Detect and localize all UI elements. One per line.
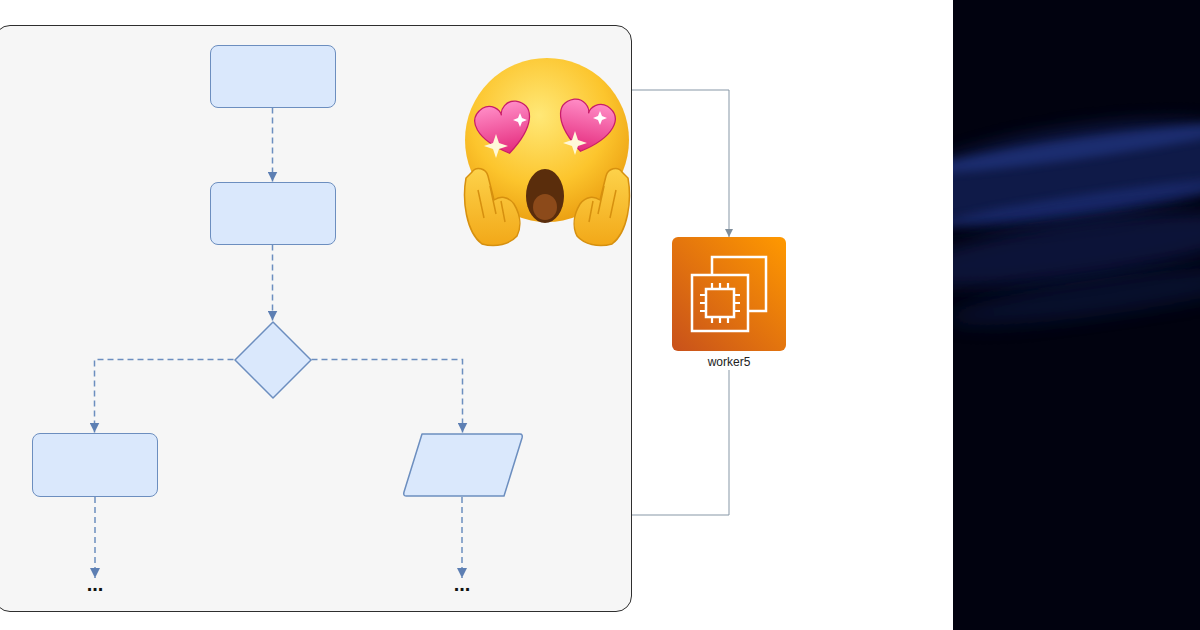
shape-outline bbox=[235, 322, 311, 398]
process-box bbox=[32, 433, 158, 497]
decision-diamond bbox=[234, 321, 312, 399]
continuation-dots: ... bbox=[445, 574, 479, 594]
process-box bbox=[210, 45, 336, 108]
container-panel bbox=[0, 25, 632, 612]
parallelogram-outline bbox=[402, 433, 524, 497]
instance-label: worker5 bbox=[662, 354, 796, 370]
ec2-icon bbox=[672, 237, 786, 351]
ec2-instance: worker5 bbox=[662, 237, 796, 370]
continuation-dots: ... bbox=[78, 574, 112, 594]
io-parallelogram bbox=[402, 433, 524, 497]
connector bbox=[632, 370, 729, 515]
connector bbox=[632, 90, 729, 237]
diamond-outline bbox=[234, 321, 312, 399]
shape-outline bbox=[403, 434, 522, 496]
process-box bbox=[210, 182, 336, 245]
dark-backdrop bbox=[953, 0, 1200, 630]
